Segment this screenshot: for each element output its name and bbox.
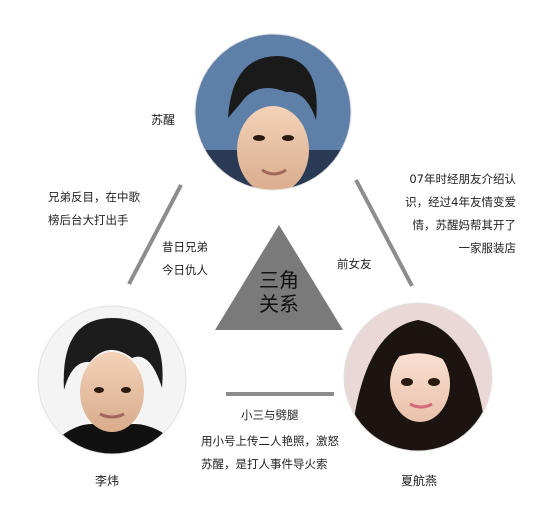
relation-top-right-inner: 前女友 bbox=[337, 255, 372, 273]
relation-top-left-inner-line: 今日仇人 bbox=[162, 263, 208, 277]
person-name-left: 李炜 bbox=[95, 474, 120, 488]
connector-top-right bbox=[354, 179, 414, 287]
relation-top-right-inner-line: 前女友 bbox=[337, 257, 372, 271]
relation-top-right-outer-line: 识，经过4年友情变爱 bbox=[405, 195, 516, 209]
relation-top-left-inner-line: 昔日兄弟 bbox=[162, 240, 208, 254]
relation-top-left-outer-line: 榜后台大打出手 bbox=[48, 213, 129, 227]
relation-bottom-body: 用小号上传二人艳照，激怒 苏醒，是打人事件导火索 bbox=[201, 430, 339, 476]
relation-bottom-line: 用小号上传二人艳照，激怒 bbox=[201, 434, 339, 448]
connector-top-left bbox=[127, 184, 183, 285]
relation-top-left-outer: 兄弟反目，在中歌 榜后台大打出手 bbox=[48, 186, 140, 232]
top-person-photo bbox=[195, 34, 351, 190]
center-title-line2: 关系 bbox=[259, 292, 299, 316]
right-person-photo bbox=[344, 303, 492, 451]
relation-top-right-outer-line: 一家服装店 bbox=[458, 241, 517, 255]
relation-top-left-outer-line: 兄弟反目，在中歌 bbox=[48, 190, 140, 204]
relation-top-right-outer-line: 情，苏醒妈帮其开了 bbox=[412, 218, 517, 232]
center-title: 三角 关系 bbox=[250, 268, 308, 316]
relation-top-left-inner: 昔日兄弟 今日仇人 bbox=[162, 236, 208, 282]
person-name-top: 苏醒 bbox=[151, 113, 176, 127]
center-title-line1: 三角 bbox=[259, 268, 299, 292]
relation-bottom-line: 苏醒，是打人事件导火索 bbox=[201, 457, 328, 471]
person-name-right: 夏航燕 bbox=[401, 474, 438, 488]
relation-top-right-outer-line: 07年时经朋友介绍认 bbox=[409, 172, 516, 186]
relation-bottom-title: 小三与劈腿 bbox=[241, 408, 299, 422]
center-triangle bbox=[215, 225, 343, 330]
relation-top-right-outer: 07年时经朋友介绍认 识，经过4年友情变爱 情，苏醒妈帮其开了 一家服装店 bbox=[384, 168, 516, 260]
